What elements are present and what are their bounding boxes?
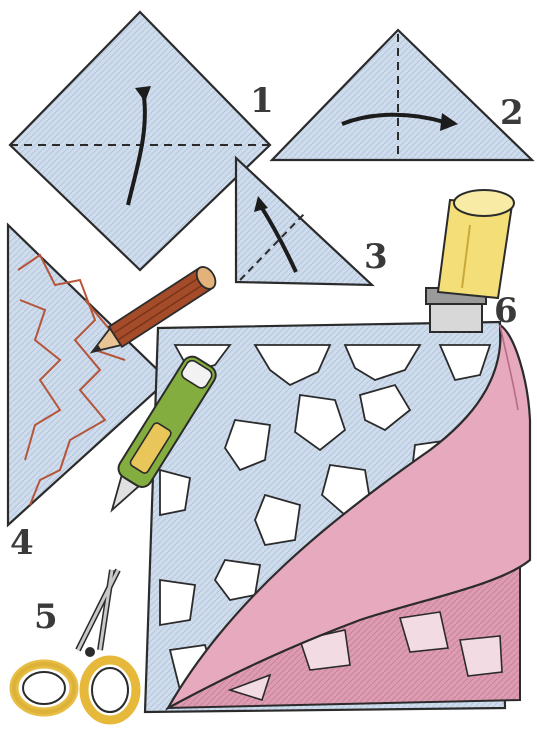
step-number-5: 5: [34, 597, 58, 637]
step-number-3: 3: [364, 237, 388, 277]
step-number-2: 2: [500, 93, 524, 133]
scissors-icon: [14, 570, 136, 720]
step-3-fold-small-triangle: [236, 158, 372, 285]
step-1-fold-diamond: [10, 12, 270, 270]
step-number-4: 4: [10, 523, 34, 563]
step-number-1: 1: [250, 81, 274, 121]
step-number-6: 6: [494, 291, 518, 331]
step-2-fold-triangle: [272, 30, 532, 160]
